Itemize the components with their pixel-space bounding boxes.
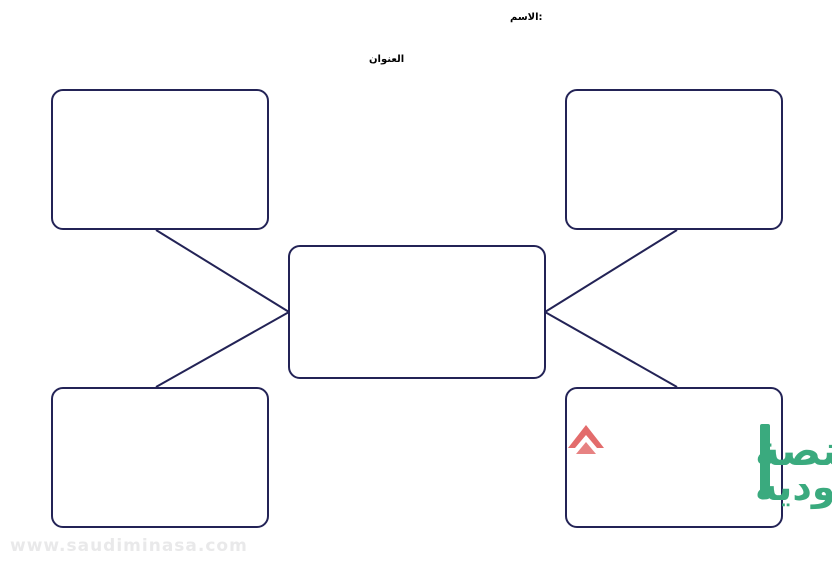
box-center[interactable] [288,245,546,379]
house-roof-icon [568,425,604,448]
connector-top-left [155,229,290,313]
logo-line1: المنصة [755,426,832,475]
watermark-url: www.saudiminasa.com [10,536,248,556]
title-label: العنوان [369,54,405,65]
connector-top-right [544,229,678,313]
connector-bottom-right [544,311,678,388]
box-top-left[interactable] [51,89,269,230]
logo-line2: السعودية [755,465,832,509]
box-bottom-left[interactable] [51,387,269,528]
watermark-logo: المنصة السعودية [568,424,832,509]
name-label: :الاسم [510,12,543,23]
box-top-right[interactable] [565,89,783,230]
connector-bottom-left [155,311,290,388]
box-bottom-right[interactable] [565,387,783,528]
logo-bar-icon [760,424,770,498]
